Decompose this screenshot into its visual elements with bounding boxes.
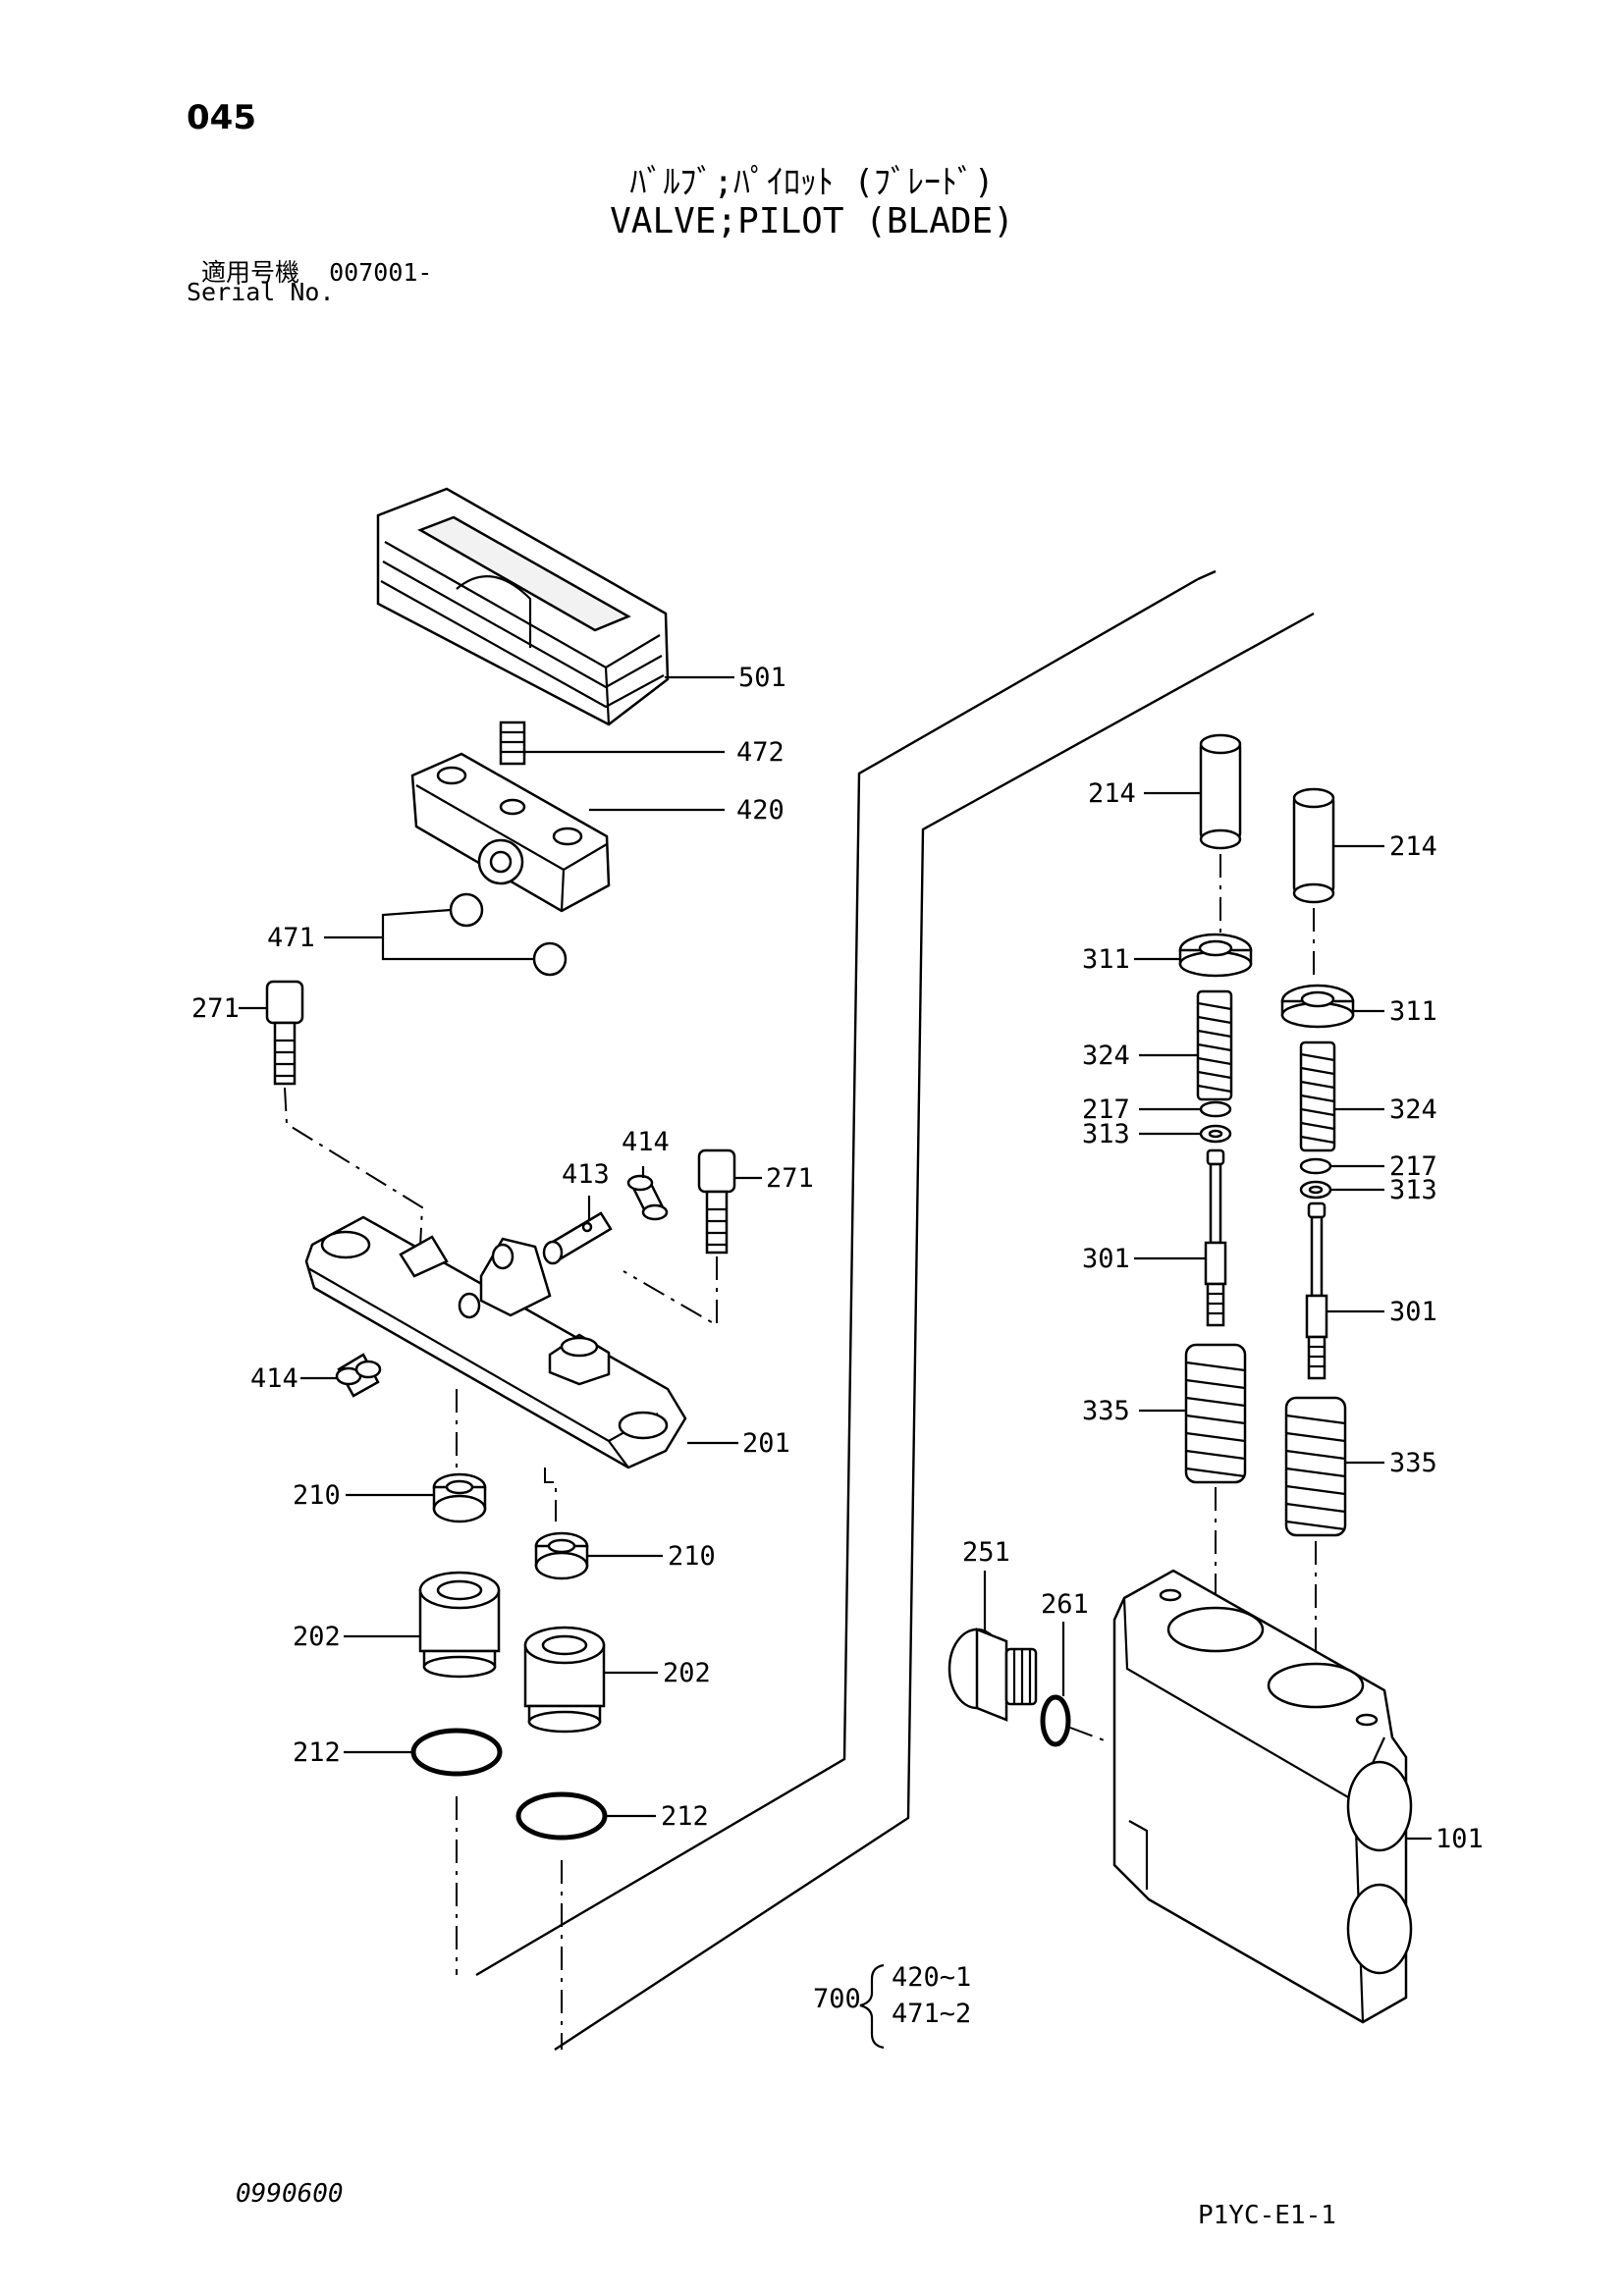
part-501-boot xyxy=(376,487,670,726)
part-217-shim-left xyxy=(1199,1100,1232,1118)
callout-301a: 301 xyxy=(1082,1244,1130,1274)
part-414-bushing-bottom xyxy=(335,1353,382,1398)
part-420-plate xyxy=(410,752,611,913)
part-271-bolt-left xyxy=(265,980,304,1086)
part-202-sleeve-left xyxy=(418,1571,501,1679)
serial-label-japanese: 適用号機 007001- xyxy=(201,253,432,289)
callout-201: 201 xyxy=(742,1428,790,1459)
part-324-spring-right xyxy=(1299,1041,1336,1152)
callout-311a: 311 xyxy=(1082,944,1130,975)
callout-313a: 313 xyxy=(1082,1119,1130,1149)
callout-313b: 313 xyxy=(1389,1175,1437,1205)
kit-line-1: 420~1 xyxy=(892,1962,971,1993)
kit-line-2: 471~2 xyxy=(892,1999,971,2029)
callout-335b: 335 xyxy=(1389,1448,1437,1478)
serial-label-jp-text: 適用号機 xyxy=(201,258,300,287)
callout-212a: 212 xyxy=(293,1737,341,1768)
footer-code-left: 0990600 xyxy=(236,2179,344,2209)
part-201-lever xyxy=(304,1215,687,1469)
part-212-oring-left xyxy=(410,1728,503,1777)
part-101-casing xyxy=(1112,1569,1413,2024)
part-217-shim-right xyxy=(1299,1157,1332,1175)
kit-brace xyxy=(859,1963,885,2050)
part-301-spool-left xyxy=(1204,1148,1227,1327)
part-335-spring-right xyxy=(1284,1396,1347,1537)
title-japanese: ﾊﾞﾙﾌﾞ;ﾊﾟｲﾛｯﾄ (ﾌﾞﾚｰﾄﾞ) xyxy=(629,163,995,202)
callout-101: 101 xyxy=(1435,1824,1484,1854)
part-472-screw xyxy=(499,721,526,766)
leader-471b xyxy=(381,937,534,961)
part-210-seal-right xyxy=(534,1531,589,1580)
title-english: VALVE;PILOT (BLADE) xyxy=(610,201,1014,241)
callout-214b: 214 xyxy=(1389,831,1437,862)
callout-212b: 212 xyxy=(661,1801,709,1832)
part-324-spring-left xyxy=(1196,989,1233,1101)
part-301-spool-right xyxy=(1305,1201,1328,1380)
serial-label-english: Serial No. xyxy=(187,278,335,306)
part-313-washer-left xyxy=(1199,1124,1232,1144)
part-313-washer-right xyxy=(1299,1180,1332,1200)
callout-471: 471 xyxy=(267,923,315,953)
part-261-oring xyxy=(1040,1694,1071,1747)
serial-value: 007001- xyxy=(329,258,433,287)
callout-335a: 335 xyxy=(1082,1396,1130,1426)
callout-214a: 214 xyxy=(1088,778,1136,809)
callout-261: 261 xyxy=(1041,1589,1089,1620)
kit-number: 700 xyxy=(813,1984,861,2014)
part-251-plug xyxy=(947,1628,1038,1722)
callout-251: 251 xyxy=(962,1537,1010,1568)
kit-700: 700 420~1 471~2 xyxy=(813,1962,971,2050)
callout-217b: 217 xyxy=(1389,1151,1437,1182)
part-311-seat-left xyxy=(1178,933,1253,978)
part-271-bolt-right xyxy=(697,1148,736,1255)
callout-217a: 217 xyxy=(1082,1095,1130,1125)
part-214-pusher-left xyxy=(1199,733,1242,850)
callout-210b: 210 xyxy=(668,1541,716,1572)
callout-301b: 301 xyxy=(1389,1297,1437,1327)
callout-311b: 311 xyxy=(1389,996,1437,1027)
callout-271b: 271 xyxy=(766,1163,814,1194)
callout-210a: 210 xyxy=(293,1480,341,1511)
callout-202a: 202 xyxy=(293,1622,341,1652)
part-202-sleeve-right xyxy=(523,1626,606,1734)
part-311-seat-right xyxy=(1280,984,1355,1029)
callout-271a: 271 xyxy=(191,993,240,1024)
part-335-spring-left xyxy=(1184,1343,1247,1484)
callout-324a: 324 xyxy=(1082,1041,1130,1071)
callout-472: 472 xyxy=(736,737,785,768)
centerline-plug xyxy=(1069,1727,1110,1743)
callout-413: 413 xyxy=(562,1159,610,1190)
callout-414b: 414 xyxy=(250,1363,298,1394)
part-214-pusher-right xyxy=(1292,787,1335,904)
assembly-frame-lines xyxy=(475,569,1315,2052)
part-413-pin xyxy=(542,1211,613,1265)
callout-324b: 324 xyxy=(1389,1095,1437,1125)
callout-501: 501 xyxy=(738,663,786,693)
callout-202b: 202 xyxy=(663,1658,711,1688)
footer-code-right: P1YC-E1-1 xyxy=(1198,2201,1336,2230)
centerline-271a xyxy=(284,1087,424,1248)
part-471-balls xyxy=(449,892,568,977)
centerline-seal-right xyxy=(544,1468,557,1522)
callout-414a: 414 xyxy=(622,1127,670,1157)
page-number: 045 xyxy=(187,98,256,137)
part-210-seal-left xyxy=(432,1472,487,1523)
part-414-bushing-top xyxy=(626,1174,669,1221)
callout-420: 420 xyxy=(736,795,785,826)
part-212-oring-right xyxy=(515,1791,608,1841)
leader-471a xyxy=(324,908,452,939)
centerline-271b xyxy=(623,1256,718,1327)
